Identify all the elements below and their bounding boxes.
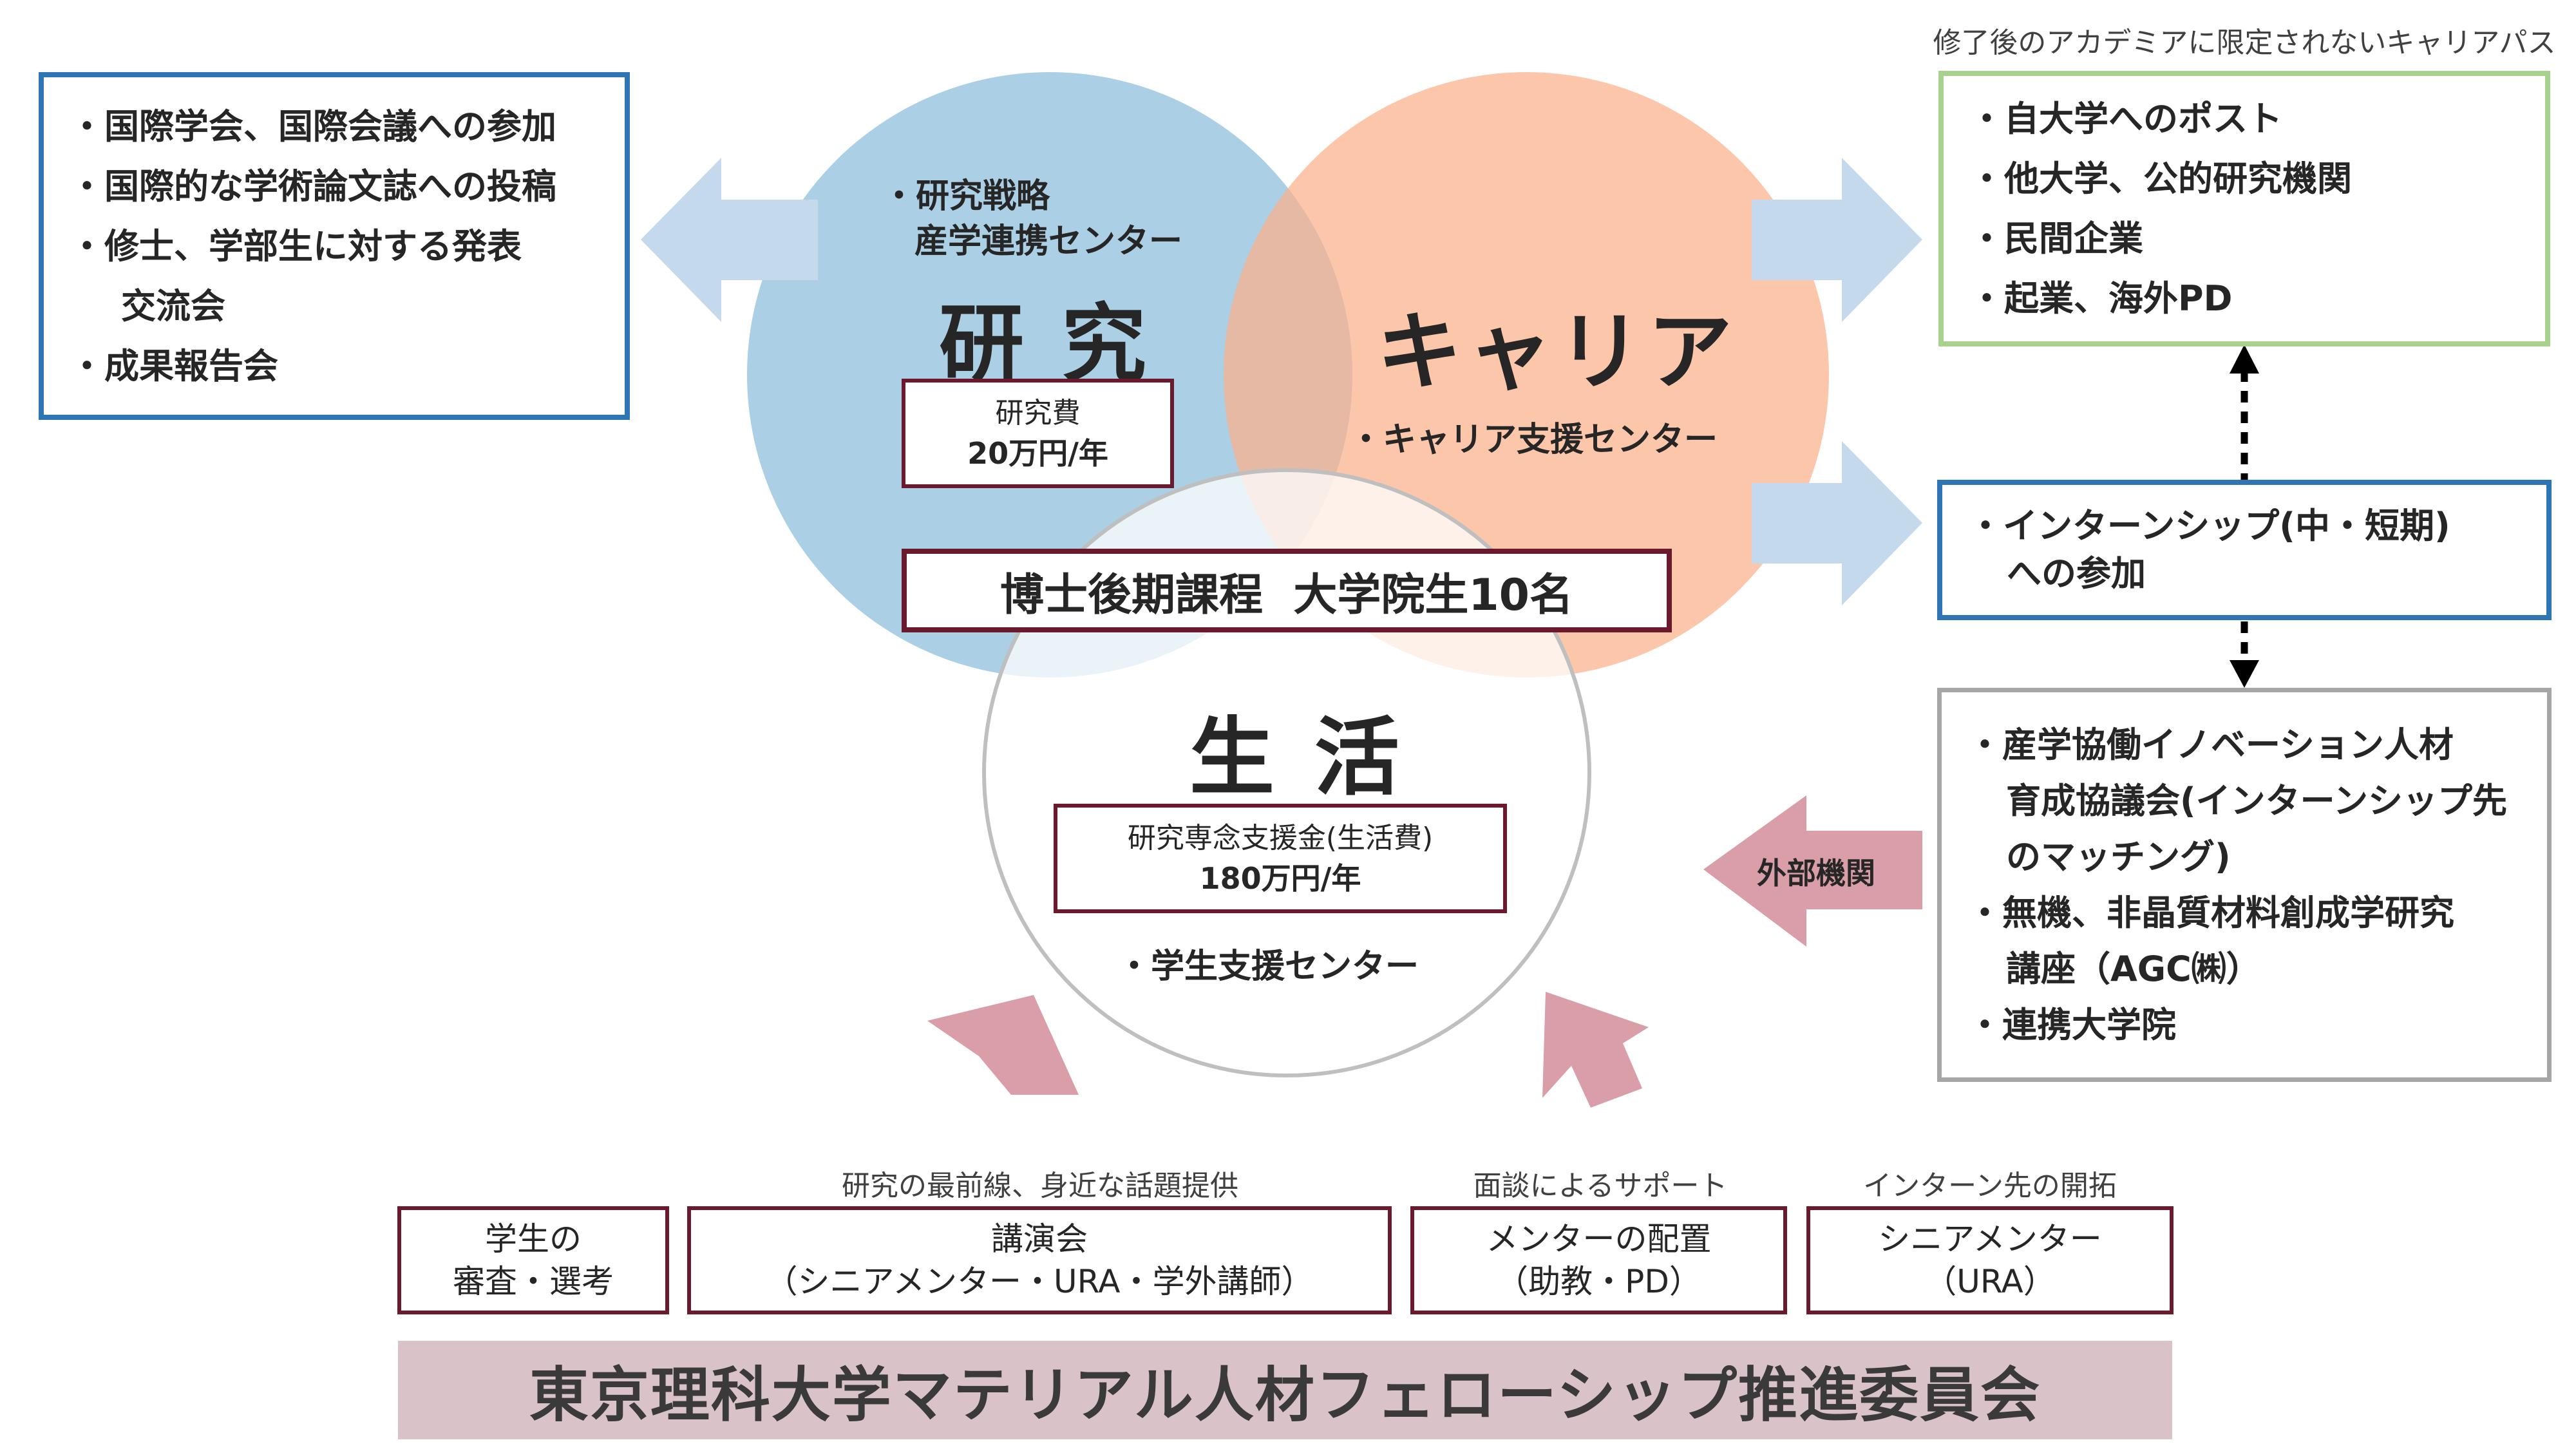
career-path-box: ・自大学へのポスト ・他大学、公的研究機関 ・民間企業 ・起業、海外PD xyxy=(1938,71,2550,346)
external-item: のマッチング) xyxy=(2006,837,2231,877)
selection-box: 学生の 審査・選考 xyxy=(397,1206,669,1314)
lecture-line-1: 講演会 xyxy=(991,1220,1088,1258)
career-path-item: ・起業、海外PD xyxy=(1969,278,2233,319)
research-title: 研 究 xyxy=(939,295,1150,394)
internship-line-2: への参加 xyxy=(2007,553,2146,594)
activity-item: ・国際的な学術論文誌への投稿 xyxy=(70,166,556,207)
external-item: 講座（AGC㈱） xyxy=(2006,949,2261,989)
arrow-up-left xyxy=(927,995,1079,1095)
activities-box: ・国際学会、国際会議への参加 ・国際的な学術論文誌への投稿 ・修士、学部生に対す… xyxy=(39,72,630,420)
arrow-to-activities xyxy=(641,158,818,322)
research-fund-box: 研究費 20万円/年 xyxy=(902,379,1174,488)
senior-mentor-line-2: （URA） xyxy=(1924,1263,2056,1300)
research-note-1: ・研究戦略 xyxy=(882,177,1050,216)
life-fund-label: 研究専念支援金(生活費) xyxy=(1127,822,1434,855)
career-path-item: ・自大学へのポスト xyxy=(1969,99,2282,139)
center-label: 博士後期課程 大学院生10名 xyxy=(1000,569,1573,621)
senior-mentor-line-1: シニアメンター xyxy=(1878,1220,2102,1258)
activity-item: ・成果報告会 xyxy=(70,345,278,386)
internship-line-1: ・インターンシップ(中・短期) xyxy=(1968,506,2450,546)
external-item: ・連携大学院 xyxy=(1967,1005,2176,1045)
mentor-box: メンターの配置 （助教・PD） xyxy=(1410,1206,1787,1314)
career-path-caption: 修了後のアカデミアに限定されないキャリアパス xyxy=(1933,26,2556,59)
arrow-to-career-paths xyxy=(1752,158,1922,322)
arrow-to-internship xyxy=(1752,441,1922,605)
mentor-line-1: メンターの配置 xyxy=(1486,1220,1712,1258)
career-note: ・キャリア支援センター xyxy=(1349,421,1718,459)
mentor-caption: 面談によるサポート xyxy=(1473,1170,1728,1202)
selection-line-1: 学生の xyxy=(485,1220,582,1258)
arrowhead-down xyxy=(2230,660,2259,688)
research-fund-label: 研究費 xyxy=(995,397,1081,430)
center-label-box: 博士後期課程 大学院生10名 xyxy=(902,549,1672,632)
arrow-up-right xyxy=(1542,992,1649,1108)
arrow-from-external xyxy=(1703,795,1922,947)
career-title: キャリア xyxy=(1377,303,1738,402)
career-path-item: ・民間企業 xyxy=(1969,218,2143,259)
activity-item: ・国際学会、国際会議への参加 xyxy=(70,106,556,147)
lecture-caption: 研究の最前線、身近な話題提供 xyxy=(842,1170,1238,1202)
life-title: 生 活 xyxy=(1189,708,1405,808)
arrowhead-up xyxy=(2230,345,2259,374)
lecture-box: 講演会 （シニアメンター・URA・学外講師） xyxy=(687,1206,1392,1314)
committee-name: 東京理科大学マテリアル人材フェローシップ推進委員会 xyxy=(529,1361,2041,1430)
life-fund-box: 研究専念支援金(生活費) 180万円/年 xyxy=(1054,804,1507,913)
research-note-2: 産学連携センター xyxy=(914,222,1183,261)
committee-banner: 東京理科大学マテリアル人材フェローシップ推進委員会 xyxy=(398,1341,2172,1439)
internship-box: ・インターンシップ(中・短期) への参加 xyxy=(1937,480,2552,620)
senior-mentor-caption: インターン先の開拓 xyxy=(1863,1170,2117,1202)
external-box: ・産学協働イノベーション人材 育成協議会(インターンシップ先 のマッチング) ・… xyxy=(1937,688,2552,1082)
life-fund-amount: 180万円/年 xyxy=(1199,861,1361,896)
life-note: ・学生支援センター xyxy=(1117,947,1419,986)
research-fund-amount: 20万円/年 xyxy=(967,436,1108,471)
external-item: 育成協議会(インターンシップ先 xyxy=(2006,781,2507,821)
external-item: ・産学協働イノベーション人材 xyxy=(1967,724,2454,765)
selection-line-2: 審査・選考 xyxy=(453,1263,614,1300)
senior-mentor-box: シニアメンター （URA） xyxy=(1806,1206,2174,1314)
career-path-item: ・他大学、公的研究機関 xyxy=(1969,158,2352,199)
lecture-line-2: （シニアメンター・URA・学外講師） xyxy=(765,1263,1314,1300)
mentor-line-2: （助教・PD） xyxy=(1496,1263,1701,1300)
activity-item: 交流会 xyxy=(121,285,225,327)
activity-item: ・修士、学部生に対する発表 xyxy=(70,225,522,267)
external-arrow-label: 外部機関 xyxy=(1757,856,1875,891)
external-item: ・無機、非晶質材料創成学研究 xyxy=(1967,893,2454,933)
